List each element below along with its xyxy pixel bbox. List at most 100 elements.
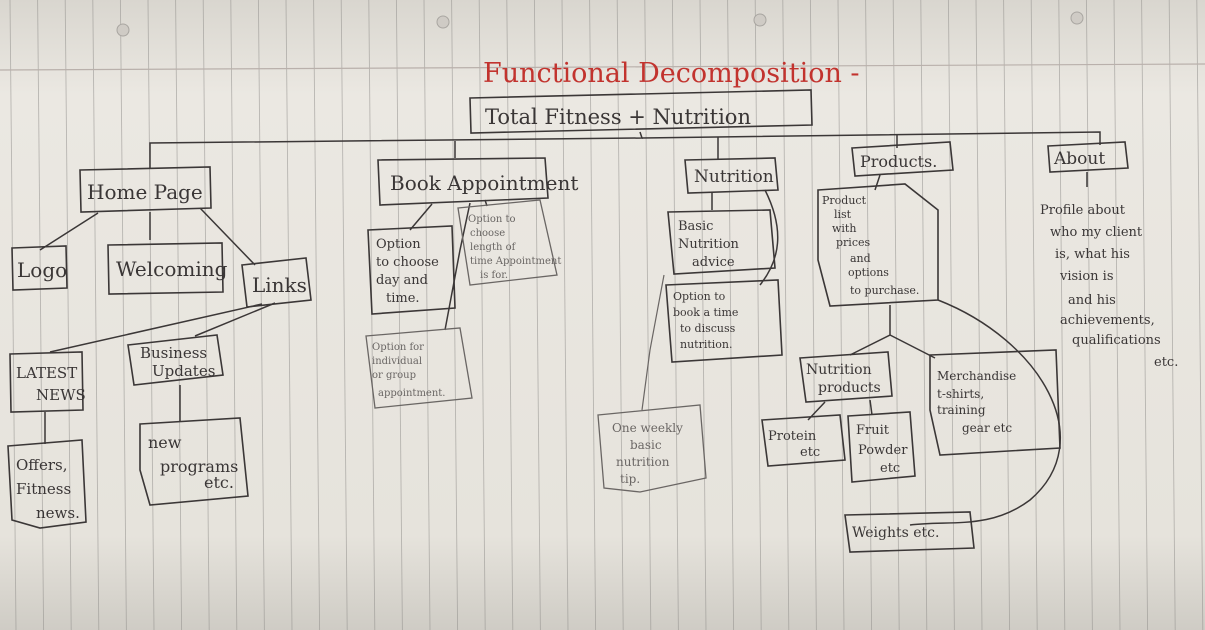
- about-profile-line: qualifications: [1072, 333, 1161, 348]
- welcoming-label: Welcoming: [116, 257, 228, 281]
- weights-link: [909, 299, 1061, 526]
- binder-hole: [753, 13, 767, 27]
- product-list-line: to purchase.: [850, 284, 919, 297]
- ruled-line: [644, 0, 652, 630]
- products-link: [874, 174, 881, 191]
- fruit-powder-text: Fruit Powder etc: [856, 423, 912, 476]
- ruled-line: [368, 0, 376, 630]
- new-programs-box: [139, 417, 249, 506]
- ruled-line: [340, 0, 348, 630]
- fruit-powder-box: [847, 411, 916, 483]
- ruled-line: [9, 0, 17, 630]
- ruled-line: [395, 0, 403, 630]
- protein-text: Protein etc: [768, 429, 820, 460]
- ruled-line: [727, 0, 735, 630]
- length-text: Option to choose length of time Appointm…: [468, 214, 565, 281]
- book-time-line: Option to: [673, 290, 726, 303]
- ruled-line: [561, 0, 569, 630]
- links-link: [49, 303, 263, 353]
- ruled-line: [837, 0, 845, 630]
- individual-line: appointment.: [378, 388, 445, 399]
- book-appointment-box: [377, 157, 549, 206]
- new-programs-line: programs: [160, 457, 238, 476]
- about-profile-line: etc.: [1154, 355, 1178, 370]
- ruled-line: [202, 0, 210, 630]
- links-box: [241, 257, 312, 308]
- nutrition-products-line: Nutrition: [806, 362, 872, 378]
- length-line: Option to: [468, 214, 516, 225]
- latest-news-line: LATEST: [16, 364, 77, 382]
- products-branch: [889, 334, 936, 359]
- weekly-tip-text: One weekly basic nutrition tip.: [612, 421, 687, 486]
- ruled-line: [1058, 0, 1066, 630]
- nutrition-label: Nutrition: [694, 167, 774, 187]
- merchandise-line: training: [937, 403, 986, 417]
- ruled-line: [1141, 0, 1149, 630]
- length-line: is for.: [480, 270, 508, 281]
- weekly-tip-line: nutrition: [616, 455, 670, 469]
- book-time-box: [665, 279, 783, 363]
- protein-line: Protein: [768, 429, 817, 444]
- about-profile-line: is, what his: [1055, 247, 1130, 262]
- binder-hole: [1070, 11, 1084, 25]
- basic-advice-text: Basic Nutrition advice: [678, 219, 743, 270]
- merchandise-line: t-shirts,: [937, 387, 984, 401]
- about-profile-line: and his: [1068, 293, 1116, 308]
- ruled-line: [230, 0, 238, 630]
- ruled-line: [119, 0, 127, 630]
- business-updates-line: Business: [140, 344, 207, 362]
- product-list-line: Product: [822, 194, 867, 207]
- ruled-line: [589, 0, 597, 630]
- ruled-line: [147, 0, 155, 630]
- new-programs-text: new programs etc.: [148, 433, 243, 492]
- links-label: Links: [252, 273, 307, 297]
- ruled-line: [616, 0, 624, 630]
- length-line: choose: [470, 228, 505, 239]
- ruled-line: [1030, 0, 1038, 630]
- latest-news-line: NEWS: [36, 386, 86, 404]
- offers-box: [7, 439, 87, 529]
- home-page-box: [79, 166, 212, 213]
- ruled-line: [423, 0, 431, 630]
- individual-line: Option for: [372, 342, 424, 353]
- nutrition-link: [759, 189, 779, 286]
- product-list-line: options: [848, 266, 889, 279]
- root-label: Total Fitness + Nutrition: [485, 105, 751, 129]
- offers-line: news.: [36, 504, 80, 522]
- basic-advice-line: Nutrition: [678, 237, 740, 252]
- about-profile-line: who my client: [1050, 225, 1143, 240]
- links-link: [194, 302, 276, 337]
- nutrition-products-text: Nutrition products: [806, 362, 881, 396]
- binder-hole: [116, 23, 130, 37]
- ruled-line: [533, 0, 541, 630]
- binder-holes: [116, 11, 1084, 37]
- product-list-line: prices: [836, 236, 870, 249]
- day-time-line: time.: [386, 291, 420, 306]
- new-programs-line: new: [148, 433, 182, 452]
- offers-line: Offers,: [16, 456, 67, 474]
- length-line: length of: [470, 242, 517, 253]
- product-list-line: and: [850, 252, 871, 265]
- book-link: [409, 203, 433, 231]
- fruit-powder-line: etc: [880, 461, 900, 476]
- nutrition-products-link: [869, 399, 873, 416]
- branch-line: [149, 131, 644, 168]
- merchandise-text: Merchandise t-shirts, training gear etc: [937, 369, 1020, 435]
- ruled-line: [92, 0, 100, 630]
- business-updates-box: [127, 334, 224, 386]
- weekly-tip-box: [597, 404, 707, 493]
- about-profile-line: achievements,: [1060, 313, 1155, 328]
- day-time-line: to choose: [376, 255, 439, 270]
- margin-line: [0, 63, 1205, 71]
- products-label: Products.: [860, 152, 937, 171]
- ruled-line: [285, 0, 293, 630]
- day-time-box: [367, 225, 456, 315]
- basic-advice-box: [667, 209, 776, 275]
- new-programs-line: etc.: [204, 473, 234, 492]
- welcoming-box: [107, 242, 224, 295]
- day-time-line: day and: [376, 273, 428, 288]
- length-box: [457, 199, 558, 286]
- individual-box: [365, 327, 473, 409]
